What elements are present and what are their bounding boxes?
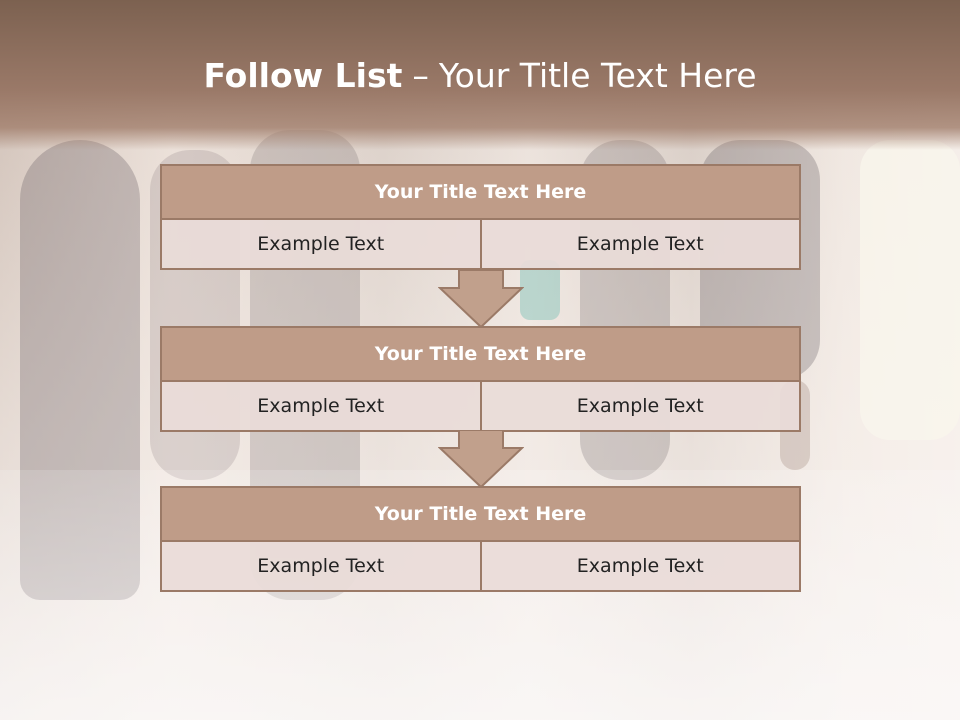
background-figure (20, 140, 140, 600)
block-title: Your Title Text Here (160, 164, 801, 220)
down-arrow-icon (438, 430, 524, 488)
down-arrow-icon (438, 270, 524, 328)
block-title: Your Title Text Here (160, 486, 801, 542)
slide-title-bold: Follow List (203, 56, 403, 95)
block-row: Example Text Example Text (160, 220, 801, 270)
block-cell-right: Example Text (481, 220, 801, 270)
background-figure (520, 260, 560, 320)
block-row: Example Text Example Text (160, 542, 801, 592)
background-figure (860, 140, 960, 440)
block-cell-right: Example Text (481, 542, 801, 592)
block-row: Example Text Example Text (160, 382, 801, 432)
slide-title-rest: Your Title Text Here (438, 56, 757, 95)
title-bar (0, 0, 960, 150)
list-block: Your Title Text Here Example Text Exampl… (160, 486, 801, 592)
block-cell-left: Example Text (160, 220, 482, 270)
list-block: Your Title Text Here Example Text Exampl… (160, 326, 801, 432)
block-cell-right: Example Text (481, 382, 801, 432)
list-block: Your Title Text Here Example Text Exampl… (160, 164, 801, 270)
block-cell-left: Example Text (160, 382, 482, 432)
slide-title-separator: – (412, 56, 429, 95)
block-title: Your Title Text Here (160, 326, 801, 382)
block-cell-left: Example Text (160, 542, 482, 592)
slide-title: Follow List–Your Title Text Here (0, 52, 960, 100)
